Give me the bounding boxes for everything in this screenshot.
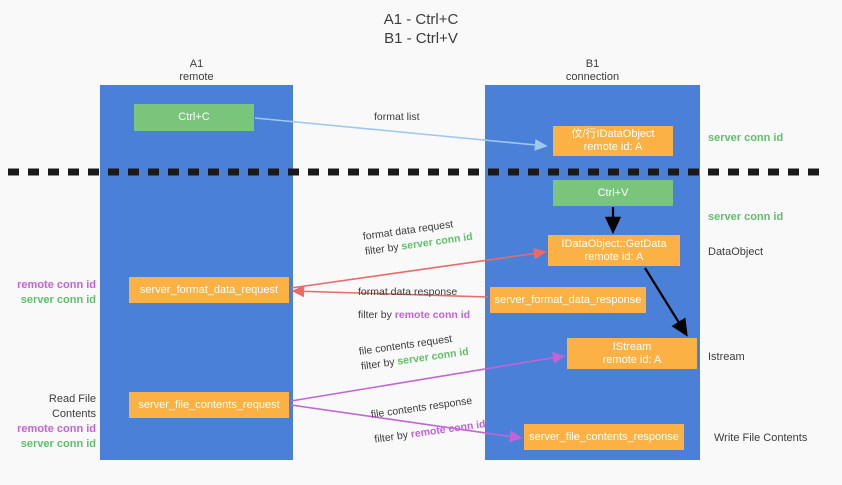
- edge-label-line1: format data response: [358, 286, 458, 298]
- annotation-server-conn-id-mid: server conn id: [708, 211, 784, 223]
- annotation-conn-ids-upper: remote conn id server conn id: [10, 278, 96, 308]
- arrow-format-data-response: [291, 285, 489, 298]
- node-ctrl-v[interactable]: Ctrl+V: [553, 180, 673, 206]
- page-title: A1 - Ctrl+C B1 - Ctrl+V: [383, 11, 459, 47]
- arrow-file-contents-request: [290, 351, 566, 402]
- node-server-format-data-response[interactable]: server_format_data_response: [490, 287, 646, 313]
- edge-label-format-list: format list: [374, 111, 420, 123]
- annotation-istream: Istream: [708, 351, 745, 363]
- node-server-format-data-request[interactable]: server_format_data_request: [129, 277, 289, 303]
- node-server-file-contents-response[interactable]: server_file_contents_response: [524, 424, 684, 450]
- filter-by-text: filter by: [373, 428, 412, 446]
- column-header-b1: B1 connection: [565, 58, 620, 83]
- node-server-file-contents-request[interactable]: server_file_contents_request: [129, 392, 289, 418]
- edge-label-format-data-response: format data response filter by remote co…: [358, 285, 470, 323]
- filter-by-text: filter by: [364, 240, 403, 258]
- node-ctrl-c[interactable]: Ctrl+C: [134, 104, 254, 131]
- node-idataobject-getdata[interactable]: IDataObject::GetData remote id: A: [548, 235, 680, 266]
- filter-by-text: filter by: [358, 309, 395, 321]
- annotation-remote-conn-id: remote conn id: [17, 423, 96, 435]
- annotation-conn-ids-lower: Read File Contents remote conn id server…: [10, 392, 96, 452]
- arrow-format-data-request: [290, 247, 547, 289]
- annotation-server-conn-id: server conn id: [20, 294, 96, 306]
- node-istream[interactable]: IStream remote id: A: [567, 338, 697, 369]
- column-header-a1: A1 remote: [179, 58, 214, 83]
- edge-label-line2: filter by remote conn id: [358, 308, 470, 323]
- annotation-dataobject: DataObject: [708, 246, 764, 258]
- node-idataobject[interactable]: 伩/行IDataObject remote id: A: [553, 126, 673, 156]
- annotation-server-conn-id: server conn id: [20, 438, 96, 450]
- annotation-server-conn-id-top: server conn id: [708, 132, 784, 144]
- annotation-read-file-contents: Read File Contents: [48, 393, 96, 420]
- arrow-getdata-to-istream: [644, 267, 688, 337]
- arrow-format-list: [254, 117, 548, 151]
- annotation-write-file-contents: Write File Contents: [714, 432, 808, 444]
- annotation-remote-conn-id: remote conn id: [17, 279, 96, 291]
- filter-by-text: filter by: [360, 355, 399, 373]
- arrow-file-contents-response: [290, 404, 523, 443]
- filter-key-remote-conn-id: remote conn id: [394, 309, 471, 321]
